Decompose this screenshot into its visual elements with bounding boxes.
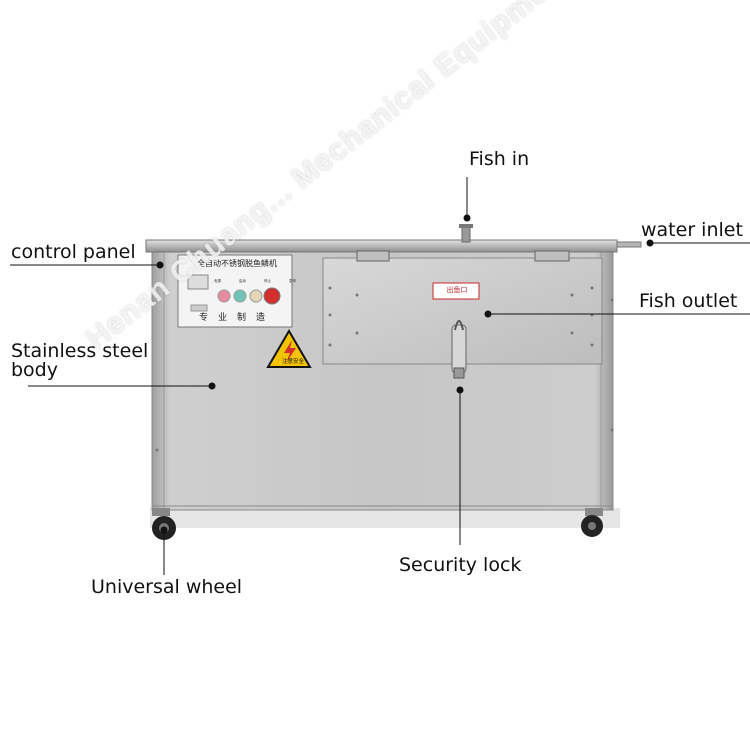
- dot-water-inlet: [646, 239, 654, 247]
- floor-shadow: [150, 508, 620, 528]
- label-universal-wheel: Universal wheel: [91, 576, 243, 598]
- caption-estop: 急停: [289, 279, 296, 283]
- label-control-panel: control panel: [11, 241, 136, 263]
- label-fish-outlet: Fish outlet: [639, 290, 738, 312]
- power-button: [217, 289, 231, 303]
- label-steel-body-2: body: [11, 359, 58, 381]
- panel-title: 全自动不锈钢脱鱼鳞机: [197, 259, 277, 268]
- stop-button: [249, 289, 263, 303]
- label-fish-in: Fish in: [469, 148, 530, 170]
- display-screen: [187, 274, 209, 290]
- dot-lock: [456, 386, 464, 394]
- dot-control-panel: [156, 261, 164, 269]
- lock-body: [451, 324, 467, 374]
- outlet-plate-text: 出鱼口: [446, 286, 468, 294]
- caption-stop: 停止: [264, 279, 271, 283]
- hinge-left: [356, 250, 390, 262]
- hinge-right: [534, 250, 570, 262]
- panel-footer: 专业制造: [198, 313, 275, 323]
- dot-steel-body: [208, 382, 216, 390]
- label-security-lock: Security lock: [399, 554, 522, 576]
- start-button: [233, 289, 247, 303]
- wheel-right: [581, 508, 603, 537]
- warning-text: 注意安全: [281, 359, 304, 365]
- caption-start: 启动: [239, 279, 246, 283]
- dot-fish-outlet: [484, 310, 492, 318]
- dot-wheel: [160, 526, 168, 534]
- label-steel-body-1: Stainless steel: [11, 340, 149, 362]
- water-inlet-pipe: [616, 241, 642, 248]
- button-captions: 电源 启动 停止 急停: [214, 279, 296, 284]
- dot-fish-in: [463, 214, 471, 222]
- caption-power: 电源: [214, 279, 221, 283]
- outlet-plate: [432, 282, 480, 300]
- label-water-inlet: water inlet: [641, 219, 743, 241]
- emergency-button: [263, 287, 281, 305]
- fish-in-pipe: [461, 225, 471, 243]
